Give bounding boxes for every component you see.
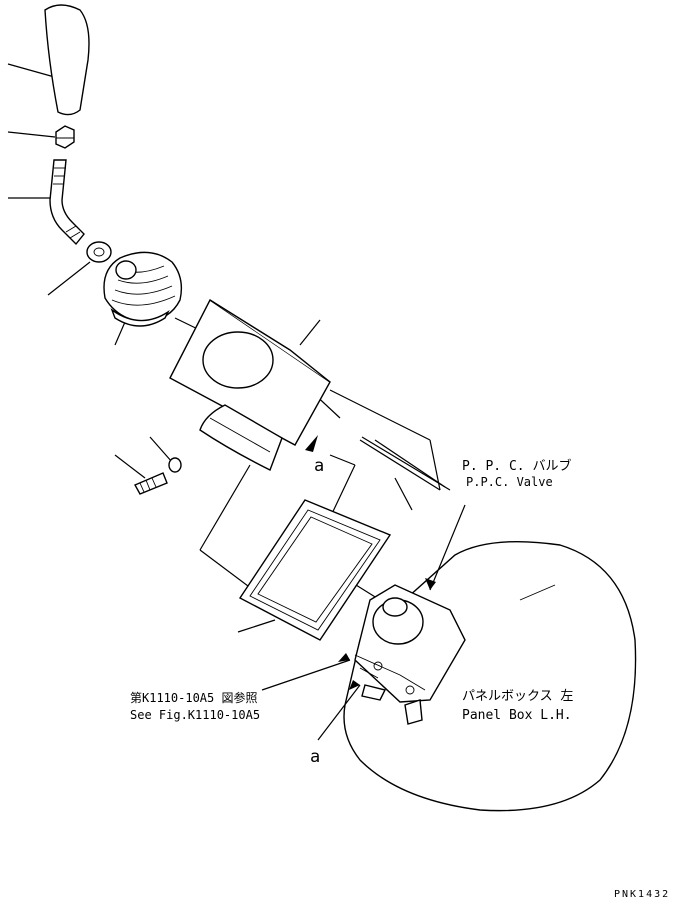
lever-rod (49, 159, 85, 246)
ppc-valve-label-jp: P. P. C. バルブ (462, 458, 571, 474)
lever-cover (169, 298, 331, 471)
mounting-bolt (134, 472, 168, 495)
direction-arrow (305, 435, 318, 452)
lock-nut (55, 125, 75, 149)
washer (86, 241, 112, 263)
callout-arrowheads (338, 578, 436, 690)
drawing-number: PNK1432 (614, 889, 670, 900)
ppc-valve (354, 584, 466, 725)
spring-washer (168, 457, 182, 473)
panel-box-label-en: Panel Box L.H. (462, 708, 572, 723)
lever-knob (44, 4, 90, 116)
see-fig-label-jp: 第K1110-10A5 図参照 (130, 690, 257, 705)
reference-mark-lower: a (310, 747, 320, 767)
section-wedge (361, 436, 451, 491)
reference-mark-upper: a (314, 456, 324, 476)
ppc-valve-label-en: P.P.C. Valve (466, 475, 553, 489)
leader-lines (7, 63, 466, 741)
panel-box-label-jp: パネルボックス 左 (462, 689, 573, 704)
see-fig-label-en: See Fig.K1110-10A5 (130, 708, 260, 722)
rubber-boot (103, 251, 183, 327)
gasket-frame (238, 499, 392, 641)
